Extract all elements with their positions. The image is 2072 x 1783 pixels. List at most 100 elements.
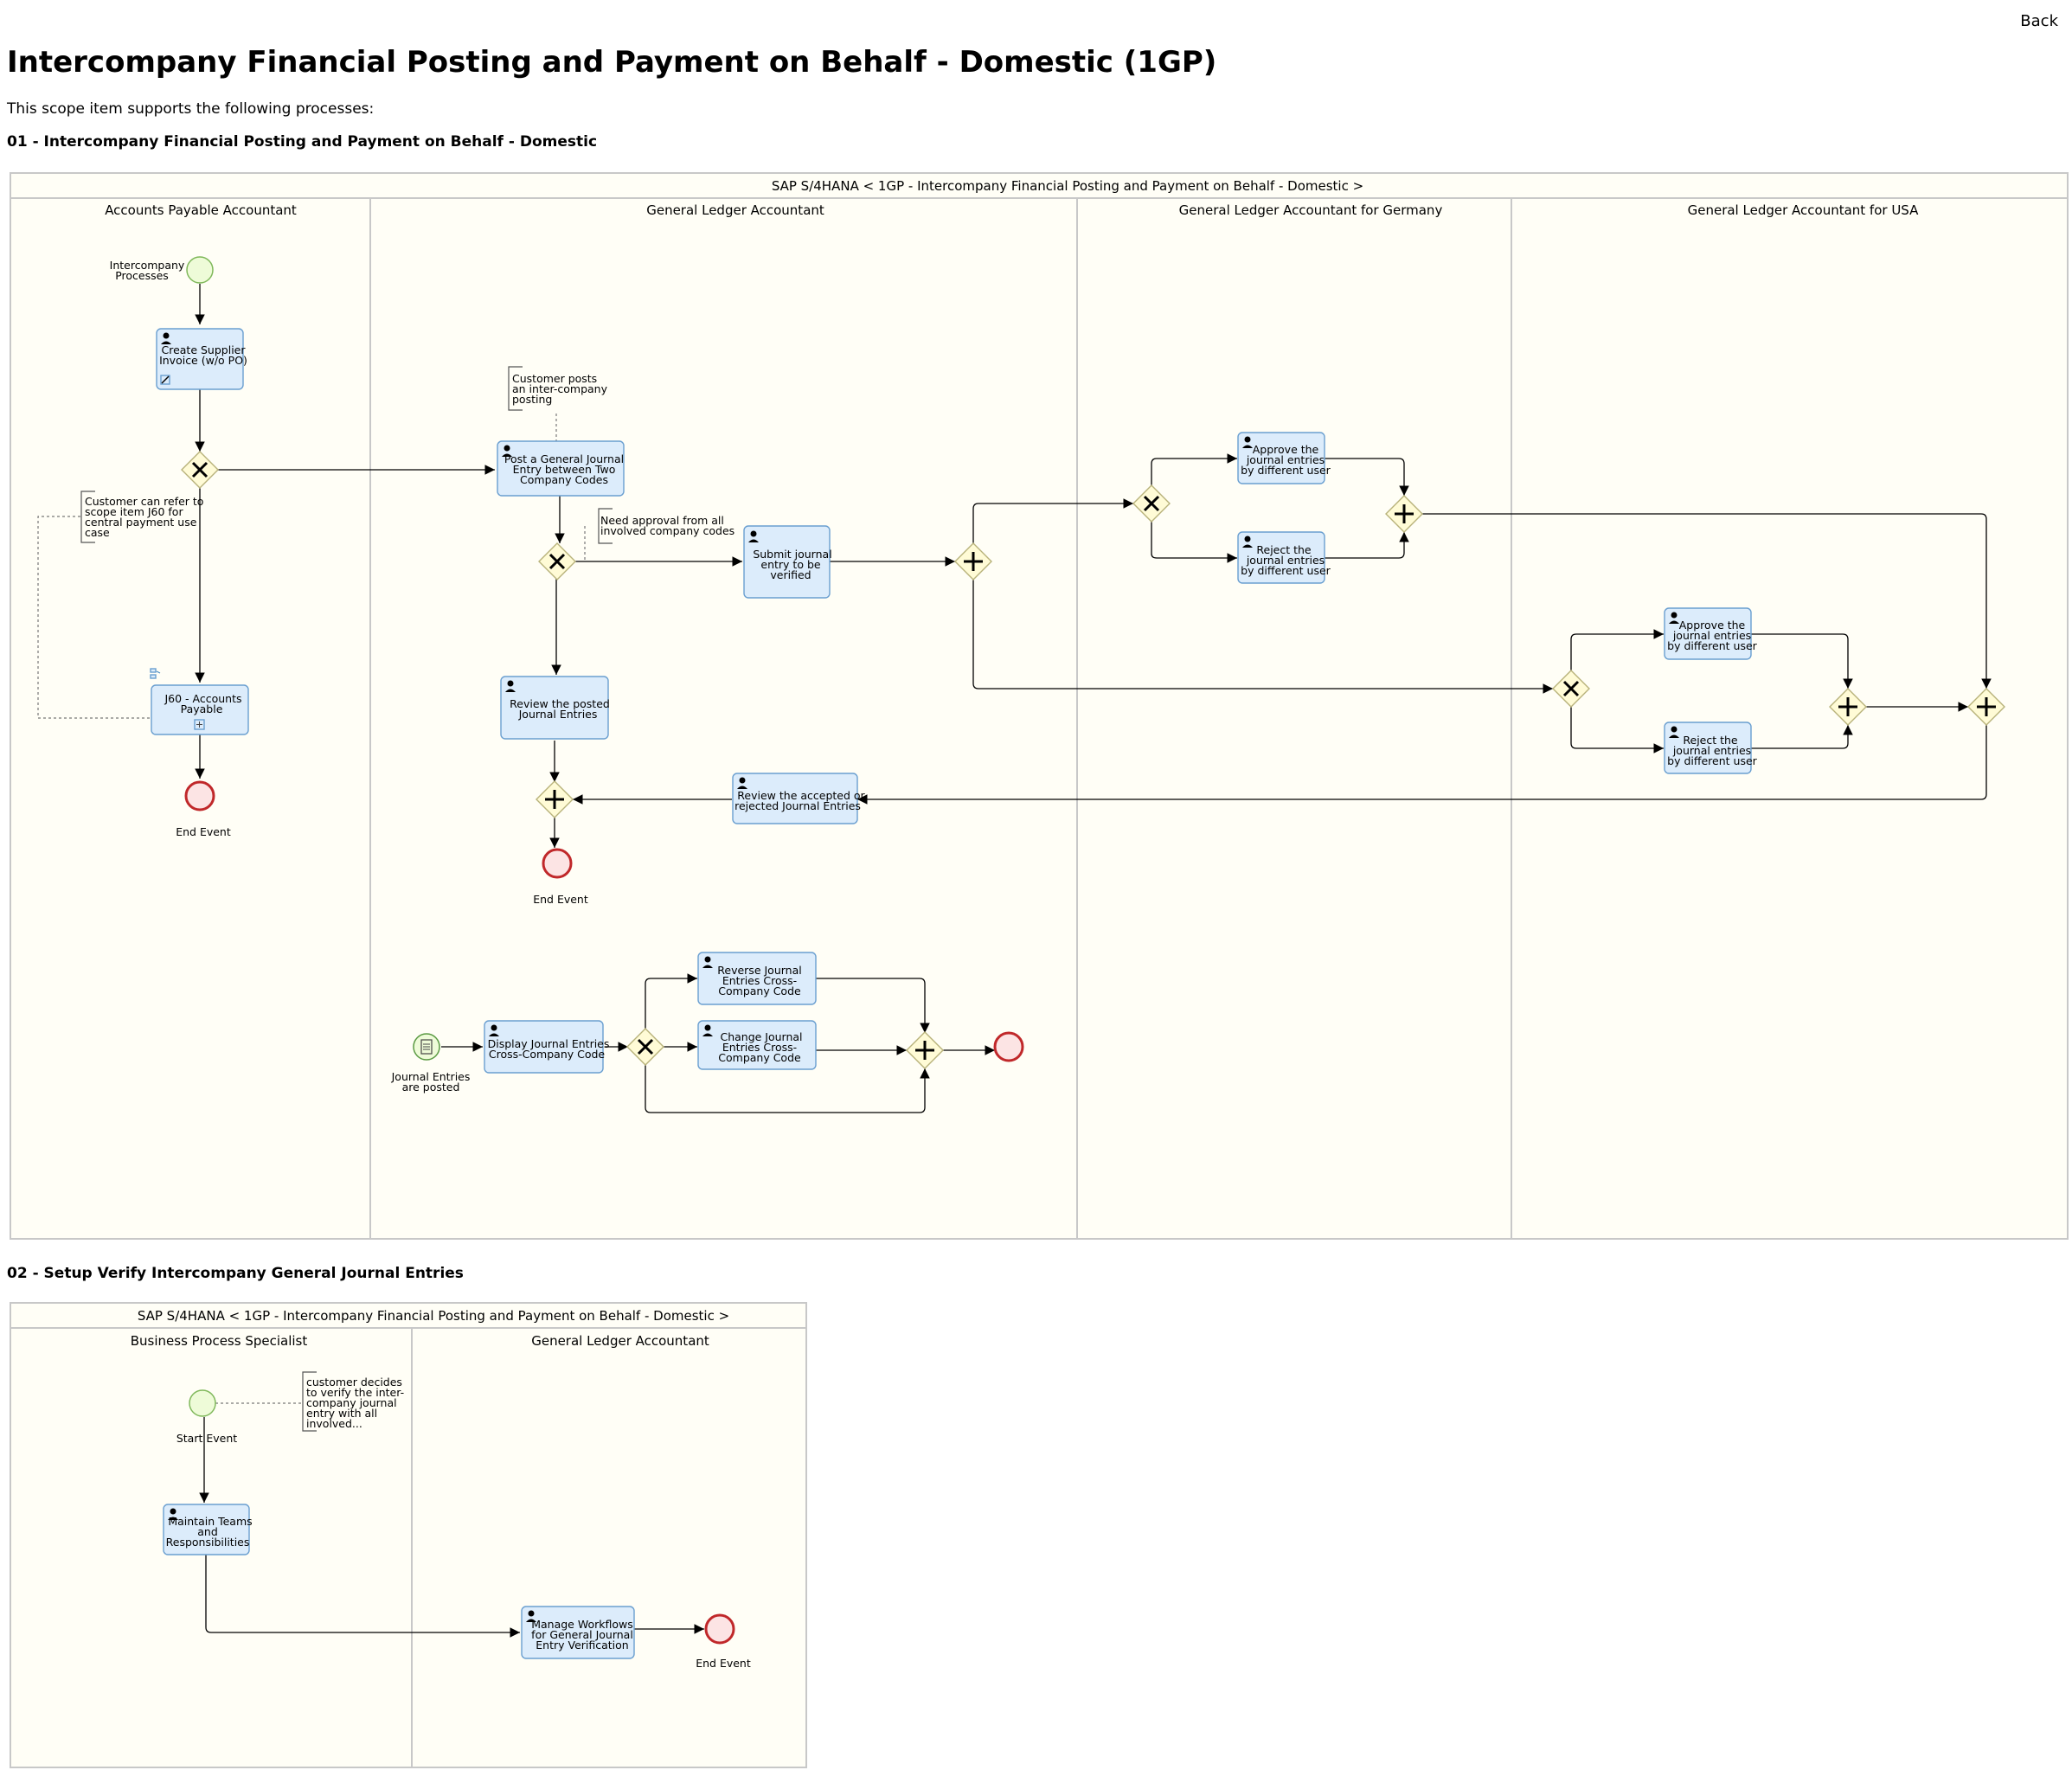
task-approve-germany[interactable]: Approve the journal entries by different… [1237,432,1331,484]
task-display-journal-entries[interactable]: Display Journal Entries Cross-Company Co… [484,1020,610,1074]
gateway-exclusive-2 [538,542,576,580]
svg-text:are posted: are posted [402,1081,460,1094]
gateway-exclusive-1 [181,451,219,489]
task-review-accepted-rejected[interactable]: Review the accepted or rejected Journal … [732,773,866,824]
task-post-general-journal[interactable]: Post a General Journal Entry between Two… [497,440,625,497]
task-approve-usa[interactable]: Approve the journal entries by different… [1664,607,1758,660]
svg-text:by different user: by different user [1241,464,1331,477]
gateway-parallel-journal-join [906,1031,944,1069]
gateway-exclusive-display [626,1028,664,1066]
svg-text:by different user: by different user [1241,564,1331,577]
svg-text:Display Journal Entries: Display Journal Entries [488,1037,610,1050]
svg-text:Create Supplier: Create Supplier [161,343,246,356]
gateway-parallel-split [954,542,992,580]
svg-text:rejected Journal Entries: rejected Journal Entries [735,799,861,812]
task-submit-journal-entry[interactable]: Submit journal entry to be verified [743,525,832,599]
svg-text:Post a General Journal: Post a General Journal [504,452,624,465]
pool-process-2: SAP S/4HANA < 1GP - Intercompany Financi… [10,1302,807,1768]
process-2-heading: 02 - Setup Verify Intercompany General J… [7,1265,464,1282]
task-change-journal-entries[interactable]: Change Journal Entries Cross- Company Co… [697,1020,817,1070]
svg-text:Reverse Journal: Reverse Journal [717,964,801,977]
task-manage-workflows[interactable]: Manage Workflows for General Journal Ent… [521,1606,635,1659]
svg-text:Journal Entries: Journal Entries [518,708,598,721]
lane-bp-specialist: Business Process Specialist [131,1333,308,1349]
end-event-journal [993,1031,1024,1062]
svg-text:journal entries: journal entries [1672,744,1751,757]
note-customer-posts: Customer posts an inter-company posting [508,366,608,411]
svg-text:scope item J60 for: scope item J60 for [85,505,183,518]
svg-text:Review the accepted or: Review the accepted or [737,789,865,802]
svg-text:journal entries: journal entries [1246,453,1325,466]
gateway-parallel-join [1967,688,2005,726]
svg-text:Company Code: Company Code [718,1051,801,1064]
svg-text:Company Code: Company Code [718,984,801,997]
end-event-ap: End Event [176,780,231,838]
svg-text:Intercompany: Intercompany [110,259,185,272]
lane-gl-usa: General Ledger Accountant for USA [1688,202,1919,218]
lane-gl-accountant: General Ledger Accountant [646,202,824,218]
process-1-heading: 01 - Intercompany Financial Posting and … [7,133,598,151]
lane-ap-accountant: Accounts Payable Accountant [105,202,297,218]
svg-text:an inter-company: an inter-company [512,382,608,395]
svg-text:journal entries: journal entries [1246,554,1325,567]
svg-text:Cross-Company Code: Cross-Company Code [489,1048,606,1061]
svg-text:End Event: End Event [696,1657,751,1670]
start-event-setup: Start Event [176,1389,237,1445]
task-reject-usa[interactable]: Reject the journal entries by different … [1664,722,1758,774]
lane-gl-germany: General Ledger Accountant for Germany [1179,202,1443,218]
task-j60-accounts-payable[interactable]: J60 - Accounts Payable [150,668,249,735]
svg-text:Approve the: Approve the [1679,619,1746,632]
svg-text:Manage Workflows: Manage Workflows [531,1618,633,1631]
svg-text:Invoice (w/o PO): Invoice (w/o PO) [159,354,247,367]
task-reject-germany[interactable]: Reject the journal entries by different … [1237,531,1331,584]
gateway-parallel-germany [1385,495,1423,533]
note-customer-decides: customer decides to verify the inter- co… [302,1371,404,1432]
gateway-parallel-review [536,780,574,818]
note-need-approval: Need approval from all involved company … [598,508,735,544]
svg-text:Submit journal: Submit journal [753,548,831,561]
back-link[interactable]: Back [2020,12,2058,30]
gateway-exclusive-germany [1132,484,1171,523]
sequence-flows-2 [199,1402,704,1638]
svg-text:by different user: by different user [1667,639,1757,652]
svg-text:Entries Cross-: Entries Cross- [722,974,797,987]
svg-text:posting: posting [512,393,552,406]
svg-text:Journal Entries: Journal Entries [391,1070,471,1083]
svg-text:Reject the: Reject the [1256,543,1312,556]
svg-text:involved...: involved... [306,1417,362,1430]
svg-text:for General Journal: for General Journal [531,1628,633,1641]
note-refer-j60: Customer can refer to scope item J60 for… [80,491,203,543]
end-event-gl: End Event [533,848,588,906]
svg-text:End Event: End Event [176,825,231,838]
task-reverse-journal-entries[interactable]: Reverse Journal Entries Cross- Company C… [697,952,817,1005]
svg-text:Entry Verification: Entry Verification [536,1639,628,1652]
svg-text:Start Event: Start Event [176,1432,237,1445]
svg-text:case: case [85,526,110,539]
svg-text:by different user: by different user [1667,754,1757,767]
task-maintain-teams[interactable]: Maintain Teams and Responsibilities [163,1504,253,1555]
gateway-parallel-usa [1829,688,1867,726]
start-event-journal-posted: Journal Entries are posted [391,1033,471,1094]
svg-text:entry to be: entry to be [760,558,820,571]
svg-text:involved company codes: involved company codes [600,524,735,537]
svg-text:Review the posted: Review the posted [510,697,610,710]
svg-text:Need approval from all: Need approval from all [600,514,724,527]
svg-text:Payable: Payable [181,702,223,715]
svg-text:J60 - Accounts: J60 - Accounts [164,692,241,705]
lane-gl-accountant-2: General Ledger Accountant [531,1333,709,1349]
svg-text:End Event: End Event [533,893,588,906]
end-event-setup: End Event [696,1613,751,1670]
start-event-intercompany: Intercompany Processes [110,256,214,284]
task-review-posted-journal-entries[interactable]: Review the posted Journal Entries [500,676,610,740]
gateway-exclusive-usa [1552,670,1590,708]
svg-text:and: and [197,1525,218,1538]
svg-text:Change Journal: Change Journal [720,1030,802,1043]
pool-1-title: SAP S/4HANA < 1GP - Intercompany Financi… [772,178,1363,194]
svg-text:Approve the: Approve the [1253,443,1319,456]
svg-text:Processes: Processes [115,269,169,282]
svg-text:Company Codes: Company Codes [520,473,608,486]
svg-text:customer decides: customer decides [306,1376,402,1389]
task-create-supplier-invoice[interactable]: Create Supplier Invoice (w/o PO) [156,328,247,390]
page-title: Intercompany Financial Posting and Payme… [7,45,1217,80]
